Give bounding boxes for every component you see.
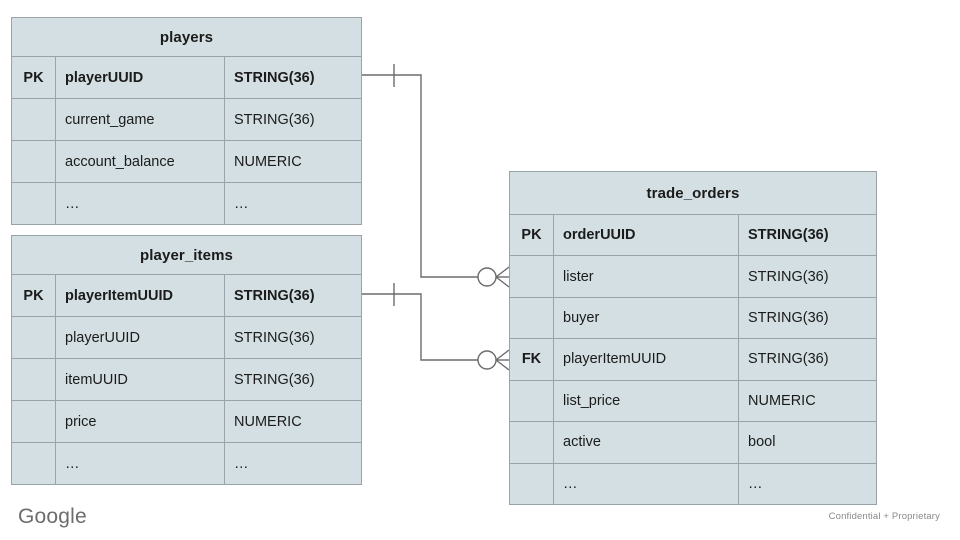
entity-row[interactable]: lister STRING(36) — [510, 256, 876, 298]
column-key-flag — [510, 463, 554, 504]
column-datatype: STRING(36) — [748, 227, 829, 244]
column-datatype: bool — [748, 434, 776, 451]
column-key-flag — [12, 359, 56, 400]
entity-row[interactable]: list_price NUMERIC — [510, 380, 876, 423]
column-name: … — [56, 443, 225, 484]
entity-title-trade_orders: trade_orders — [510, 172, 876, 215]
column-name: list_price — [554, 380, 739, 422]
column-key-flag — [12, 443, 56, 484]
entity-row[interactable]: playerUUID STRING(36) — [12, 317, 361, 359]
column-datatype: STRING(36) — [234, 69, 315, 86]
column-name: playerItemUUID — [56, 275, 225, 316]
connector-line — [362, 293, 478, 361]
column-key-flag — [510, 422, 554, 463]
entity-row[interactable]: buyer STRING(36) — [510, 297, 876, 340]
entity-row[interactable]: …… — [12, 183, 361, 224]
column-key-flag — [12, 141, 56, 182]
column-key-flag: PK — [510, 215, 554, 256]
entity-row[interactable]: account_balance NUMERIC — [12, 141, 361, 183]
column-name: … — [56, 183, 225, 224]
column-key-flag — [12, 401, 56, 442]
column-datatype: STRING(36) — [748, 351, 829, 368]
zero-cardinality-circle-icon — [477, 267, 497, 287]
column-datatype: … — [234, 195, 249, 212]
column-datatype: STRING(36) — [234, 329, 315, 346]
column-name: playerItemUUID — [554, 339, 739, 380]
confidentiality-note: Confidential + Proprietary — [828, 511, 940, 522]
column-key-flag: FK — [510, 339, 554, 380]
entity-row[interactable]: price NUMERIC — [12, 401, 361, 443]
column-name: itemUUID — [56, 359, 225, 400]
zero-cardinality-circle-icon — [477, 350, 497, 370]
column-key-flag: PK — [12, 57, 56, 98]
column-name: account_balance — [56, 141, 225, 182]
column-datatype: STRING(36) — [748, 268, 829, 285]
column-datatype: … — [748, 475, 763, 492]
entity-row[interactable]: current_game STRING(36) — [12, 99, 361, 141]
crows-foot-many-icon — [495, 266, 510, 288]
entity-row[interactable]: …… — [12, 443, 361, 484]
entity-row[interactable]: …… — [510, 463, 876, 504]
column-datatype: NUMERIC — [234, 413, 302, 430]
column-datatype: NUMERIC — [234, 153, 302, 170]
column-key-flag — [12, 317, 56, 358]
column-name: current_game — [56, 99, 225, 140]
column-key-flag — [12, 183, 56, 224]
column-datatype: STRING(36) — [234, 287, 315, 304]
relationship-player_items-to-trade_orders[interactable] — [362, 283, 510, 371]
entity-title-player_items: player_items — [12, 236, 361, 275]
entity-row[interactable]: active bool — [510, 422, 876, 464]
crows-foot-many-icon — [495, 349, 510, 371]
column-name: orderUUID — [554, 215, 739, 256]
relationship-players-to-trade_orders[interactable] — [362, 64, 510, 288]
column-name: price — [56, 401, 225, 442]
entity-row[interactable]: itemUUID STRING(36) — [12, 359, 361, 401]
google-logo: Google — [18, 505, 87, 528]
entity-title-players: players — [12, 18, 361, 57]
connector-line — [362, 74, 478, 278]
column-name: active — [554, 422, 739, 463]
column-datatype: … — [234, 455, 249, 472]
column-name: lister — [554, 256, 739, 297]
column-key-flag: PK — [12, 275, 56, 316]
column-key-flag — [510, 380, 554, 422]
column-name: playerUUID — [56, 57, 225, 98]
column-name: … — [554, 463, 739, 504]
column-name: playerUUID — [56, 317, 225, 358]
column-name: buyer — [554, 297, 739, 339]
column-key-flag — [12, 99, 56, 140]
column-key-flag — [510, 297, 554, 339]
column-key-flag — [510, 256, 554, 297]
column-datatype: NUMERIC — [748, 392, 816, 409]
column-datatype: STRING(36) — [748, 310, 829, 327]
column-datatype: STRING(36) — [234, 371, 315, 388]
column-datatype: STRING(36) — [234, 111, 315, 128]
